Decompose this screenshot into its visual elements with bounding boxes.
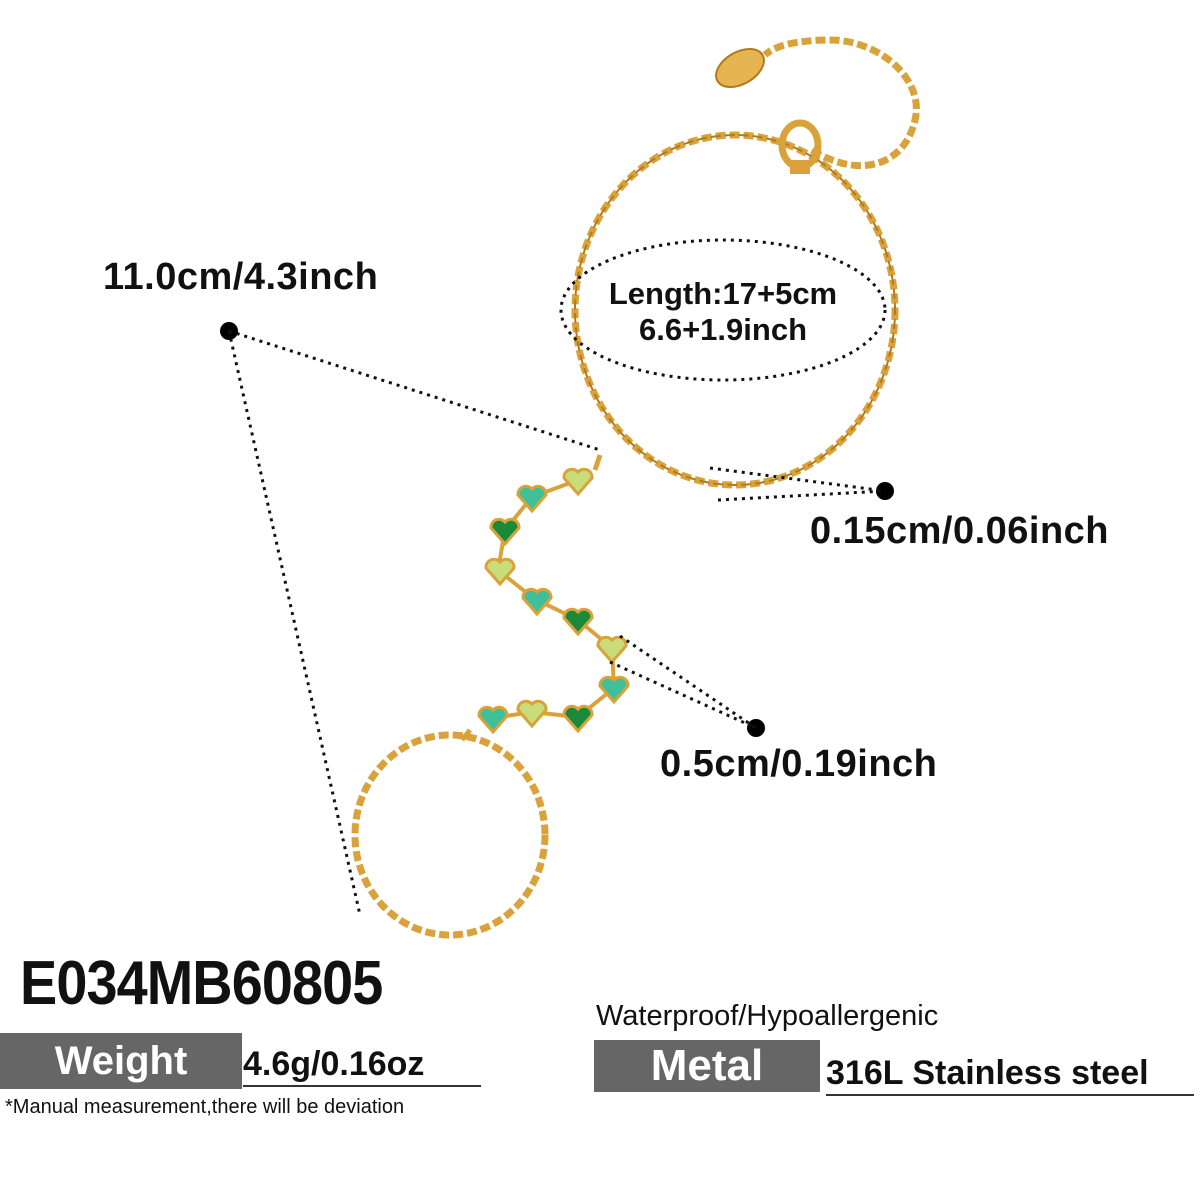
product-sku: E034MB60805 (20, 949, 383, 1018)
extender-tag (715, 48, 765, 88)
dim-stone-line-a (619, 634, 757, 730)
gem-heart (516, 484, 548, 514)
gem-heart (598, 675, 630, 705)
gem-heart (521, 587, 553, 617)
gem-heart (596, 635, 628, 665)
dim-large-line-a (228, 329, 601, 452)
dim-large-label: 11.0cm/4.3inch (103, 256, 379, 298)
dim-chain-line-a (709, 466, 886, 493)
gem-heart (562, 704, 594, 734)
wrist-chain-inner (574, 134, 896, 486)
dim-large-line-b (227, 330, 362, 916)
dim-stone-label: 0.5cm/0.19inch (660, 743, 938, 785)
extender-chain (762, 36, 920, 169)
finger-ring-chain (351, 731, 549, 939)
length-inch: 6.6+1.9inch (638, 312, 808, 347)
metal-tag: Metal (594, 1040, 820, 1092)
dim-stone-line-b (609, 660, 757, 730)
gem-heart (562, 467, 594, 497)
connector-chain-top (592, 454, 603, 471)
gem-heart (484, 557, 516, 587)
length-info: Length:17+5cm 6.6+1.9inch (583, 276, 863, 348)
gem-heart (562, 607, 594, 637)
metal-value: 316L Stainless steel (826, 1052, 1194, 1096)
gem-heart (477, 705, 509, 735)
dim-chain-label: 0.15cm/0.06inch (810, 510, 1110, 552)
measurement-note: *Manual measurement,there will be deviat… (5, 1096, 405, 1118)
length-cm: Length:17+5cm (608, 276, 838, 311)
features-text: Waterproof/Hypoallergenic (596, 1000, 939, 1032)
weight-value: 4.6g/0.16oz (243, 1043, 481, 1087)
gem-path (492, 478, 617, 720)
dim-chain-line-b (717, 489, 886, 502)
connector-chain-bottom (460, 728, 472, 742)
weight-tag: Weight (0, 1033, 242, 1089)
gem-stones (477, 467, 630, 735)
length-oval (559, 238, 887, 382)
gem-heart (516, 699, 548, 729)
lobster-clasp (778, 119, 822, 174)
gem-heart (489, 517, 521, 547)
